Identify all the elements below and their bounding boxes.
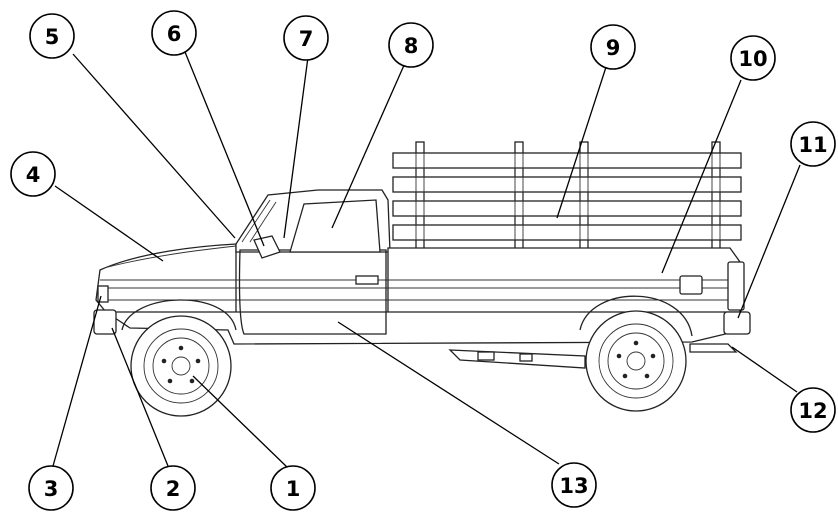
leader-6 xyxy=(184,51,265,247)
leader-3 xyxy=(52,295,102,467)
rear-wheel xyxy=(585,310,687,412)
leader-7 xyxy=(283,56,309,239)
callout-label: 1 xyxy=(286,477,301,501)
leader-8 xyxy=(331,62,406,229)
callout-label: 7 xyxy=(299,27,314,51)
callout-13: 13 xyxy=(551,462,597,508)
leader-11 xyxy=(737,164,801,319)
callout-8: 8 xyxy=(388,22,434,68)
callout-label: 2 xyxy=(166,477,181,501)
callout-5: 5 xyxy=(29,13,75,59)
callout-7: 7 xyxy=(283,15,329,61)
leader-13 xyxy=(337,321,560,465)
front-wheel xyxy=(130,315,232,417)
leader-1 xyxy=(192,375,289,469)
callout-label: 10 xyxy=(738,47,767,71)
truck-body xyxy=(93,189,751,345)
callout-label: 6 xyxy=(167,22,182,46)
stake-rack xyxy=(392,141,742,255)
callout-11: 11 xyxy=(790,121,836,167)
callout-label: 3 xyxy=(44,477,59,501)
callout-2: 2 xyxy=(150,465,196,511)
leader-4 xyxy=(54,185,164,262)
callout-label: 12 xyxy=(798,399,827,423)
leader-5 xyxy=(72,53,236,239)
callout-9: 9 xyxy=(590,24,636,70)
callout-label: 11 xyxy=(798,133,827,157)
callout-10: 10 xyxy=(730,35,776,81)
callout-label: 9 xyxy=(606,36,621,60)
callout-label: 8 xyxy=(404,34,419,58)
callout-1: 1 xyxy=(270,465,316,511)
callout-label: 13 xyxy=(559,474,588,498)
callout-label: 5 xyxy=(45,25,60,49)
leader-9 xyxy=(556,63,608,219)
callout-4: 4 xyxy=(10,151,56,197)
wheel-arches xyxy=(121,295,693,337)
callout-6: 6 xyxy=(151,10,197,56)
leader-2 xyxy=(111,327,169,467)
leader-12 xyxy=(731,346,798,393)
leader-lines xyxy=(52,51,801,469)
undercarriage xyxy=(448,343,738,369)
callout-3: 3 xyxy=(28,465,74,511)
leader-10 xyxy=(661,79,742,274)
callout-label: 4 xyxy=(26,163,41,187)
callout-12: 12 xyxy=(790,387,836,433)
